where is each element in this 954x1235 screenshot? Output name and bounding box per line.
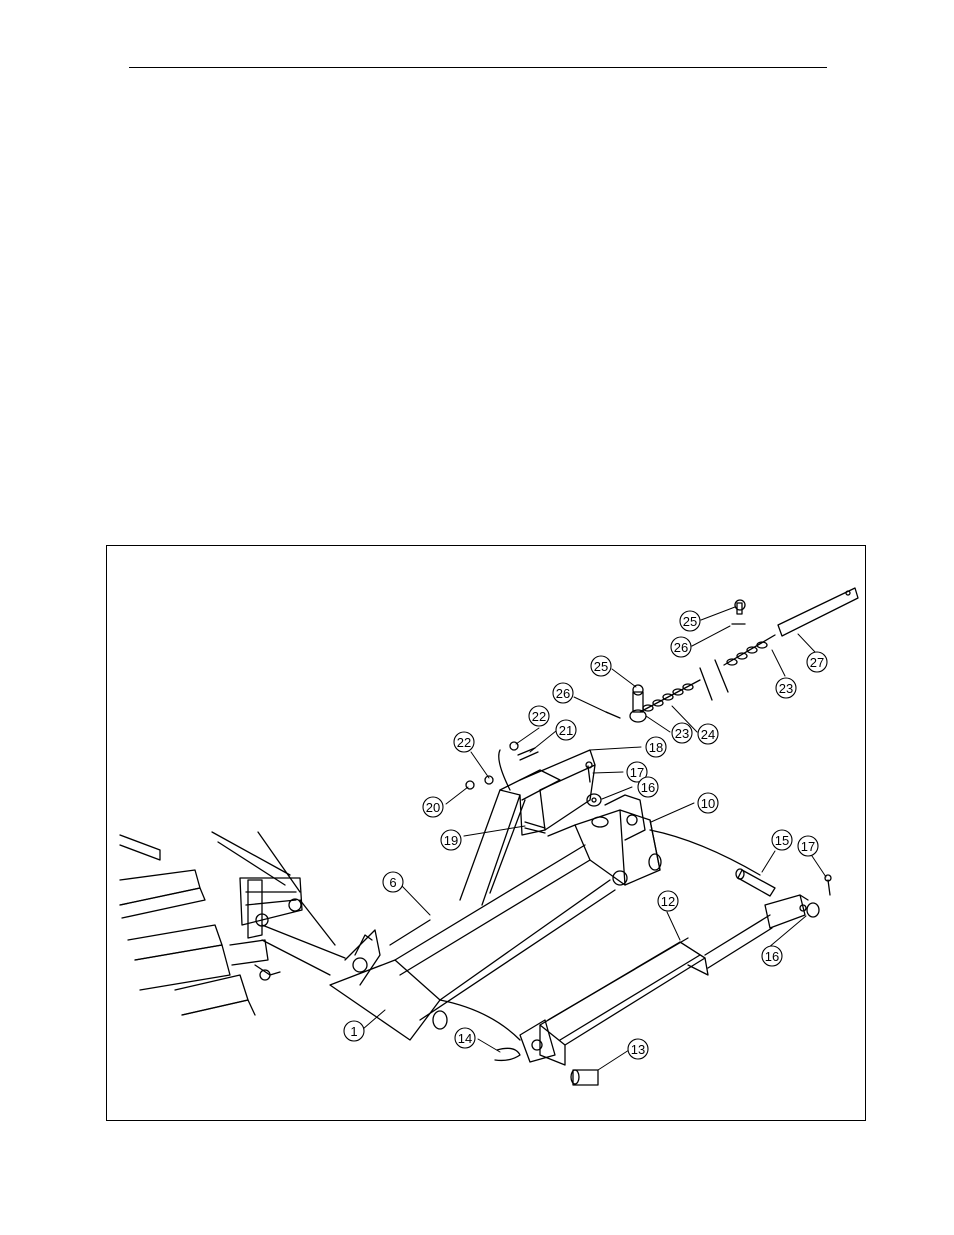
- callout-leaders: [362, 606, 827, 1071]
- callout-label: 15: [775, 833, 789, 848]
- machine-body: [119, 831, 346, 1016]
- callout-13: 13: [627, 1038, 649, 1060]
- callout-25: 25: [679, 610, 701, 632]
- callout-24: 24: [697, 723, 719, 745]
- callout-label: 25: [594, 659, 608, 674]
- callout-label: 26: [674, 640, 688, 655]
- callout-1: 1: [343, 1020, 365, 1042]
- callout-label: 27: [810, 655, 824, 670]
- callout-6: 6: [382, 871, 404, 893]
- callout-label: 23: [779, 681, 793, 696]
- callout-label: 17: [801, 839, 815, 854]
- callout-label: 16: [765, 949, 779, 964]
- callout-22: 22: [453, 731, 475, 753]
- callout-label: 17: [630, 765, 644, 780]
- callout-16: 16: [761, 945, 783, 967]
- callout-17: 17: [626, 761, 648, 783]
- callout-20: 20: [422, 796, 444, 818]
- callout-23: 23: [775, 677, 797, 699]
- hardware: [465, 587, 859, 1086]
- callout-label: 10: [701, 796, 715, 811]
- callout-label: 6: [389, 875, 396, 890]
- cylinder-12: [519, 894, 809, 1066]
- header-rule: [129, 67, 827, 68]
- callout-14: 14: [454, 1027, 476, 1049]
- hitch-head-10: [547, 794, 662, 886]
- callout-label: 22: [532, 709, 546, 724]
- callout-label: 25: [683, 614, 697, 629]
- callout-26: 26: [552, 682, 574, 704]
- callout-21: 21: [555, 719, 577, 741]
- leader-curves: [439, 749, 761, 1041]
- callout-label: 16: [641, 780, 655, 795]
- callout-label: 1: [350, 1024, 357, 1039]
- callout-17: 17: [797, 835, 819, 857]
- callout-23: 23: [671, 722, 693, 744]
- callout-15: 15: [771, 829, 793, 851]
- callout-label: 19: [444, 833, 458, 848]
- callout-12: 12: [657, 890, 679, 912]
- mast-6: [459, 749, 596, 906]
- callout-27: 27: [806, 651, 828, 673]
- callout-label: 12: [661, 894, 675, 909]
- callout-26: 26: [670, 636, 692, 658]
- callout-18: 18: [645, 736, 667, 758]
- callout-25: 25: [590, 655, 612, 677]
- figure-frame: [106, 545, 866, 1121]
- frame-tube-1: [329, 844, 616, 1041]
- callout-19: 19: [440, 829, 462, 851]
- callout-22: 22: [528, 705, 550, 727]
- callout-label: 13: [631, 1042, 645, 1057]
- callouts: 25 26 27 23 25 26 22 21 23 24 22 18 17 2…: [343, 610, 828, 1060]
- callout-label: 20: [426, 800, 440, 815]
- callout-16: 16: [637, 776, 659, 798]
- callout-label: 18: [649, 740, 663, 755]
- callout-label: 14: [458, 1031, 472, 1046]
- callout-label: 21: [559, 723, 573, 738]
- callout-label: 26: [556, 686, 570, 701]
- callout-label: 22: [457, 735, 471, 750]
- callout-label: 24: [701, 727, 715, 742]
- callout-label: 23: [675, 726, 689, 741]
- callout-10: 10: [697, 792, 719, 814]
